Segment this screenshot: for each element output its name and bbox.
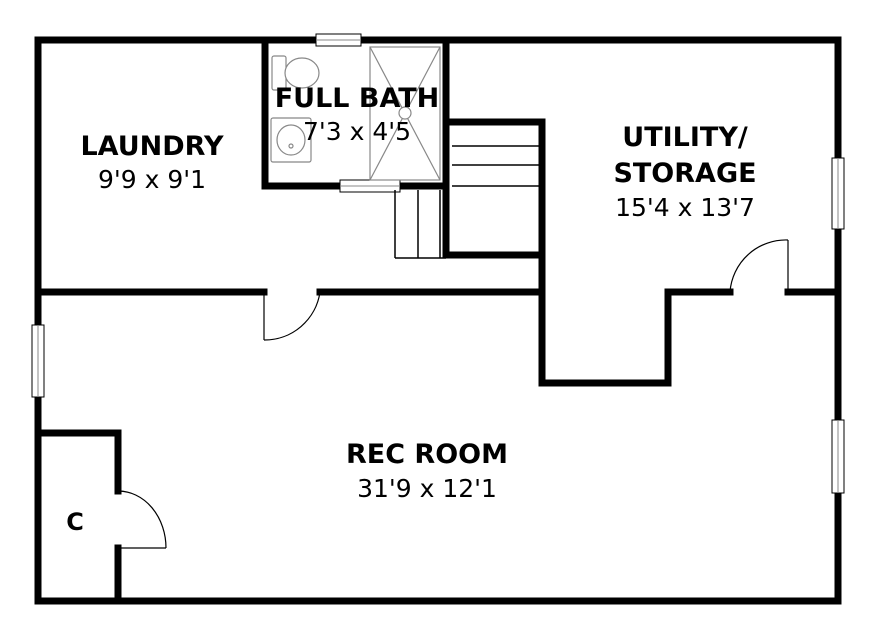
room-full-bath-dims: 7'3 x 4'5	[303, 117, 411, 146]
windows	[31, 33, 845, 494]
room-full-bath-name: FULL BATH	[275, 83, 440, 114]
room-utility-storage: UTILITY/ STORAGE 15'4 x 13'7	[613, 122, 756, 222]
stairs-icon	[394, 145, 540, 259]
door-closet	[117, 490, 167, 549]
door-utility	[729, 239, 789, 293]
door-laundry-rec	[263, 291, 321, 341]
room-utility-name-line1: UTILITY/	[622, 122, 748, 153]
room-rec-room-name: REC ROOM	[346, 439, 508, 470]
room-rec-room: REC ROOM 31'9 x 12'1	[346, 439, 508, 503]
doors	[117, 239, 789, 549]
shower-icon	[369, 46, 441, 181]
room-utility-dims: 15'4 x 13'7	[615, 193, 755, 222]
room-full-bath: FULL BATH 7'3 x 4'5	[275, 83, 440, 146]
room-laundry-dims: 9'9 x 9'1	[98, 165, 206, 194]
room-utility-name-line2: STORAGE	[613, 158, 756, 189]
room-laundry-name: LAUNDRY	[80, 131, 224, 162]
sink-icon	[270, 117, 312, 163]
room-closet: C	[66, 508, 84, 536]
room-closet-name: C	[66, 508, 84, 536]
room-laundry: LAUNDRY 9'9 x 9'1	[80, 131, 224, 194]
toilet-icon	[271, 55, 320, 91]
exterior-walls	[34, 36, 842, 605]
interior-walls	[34, 36, 842, 605]
room-rec-room-dims: 31'9 x 12'1	[357, 474, 497, 503]
